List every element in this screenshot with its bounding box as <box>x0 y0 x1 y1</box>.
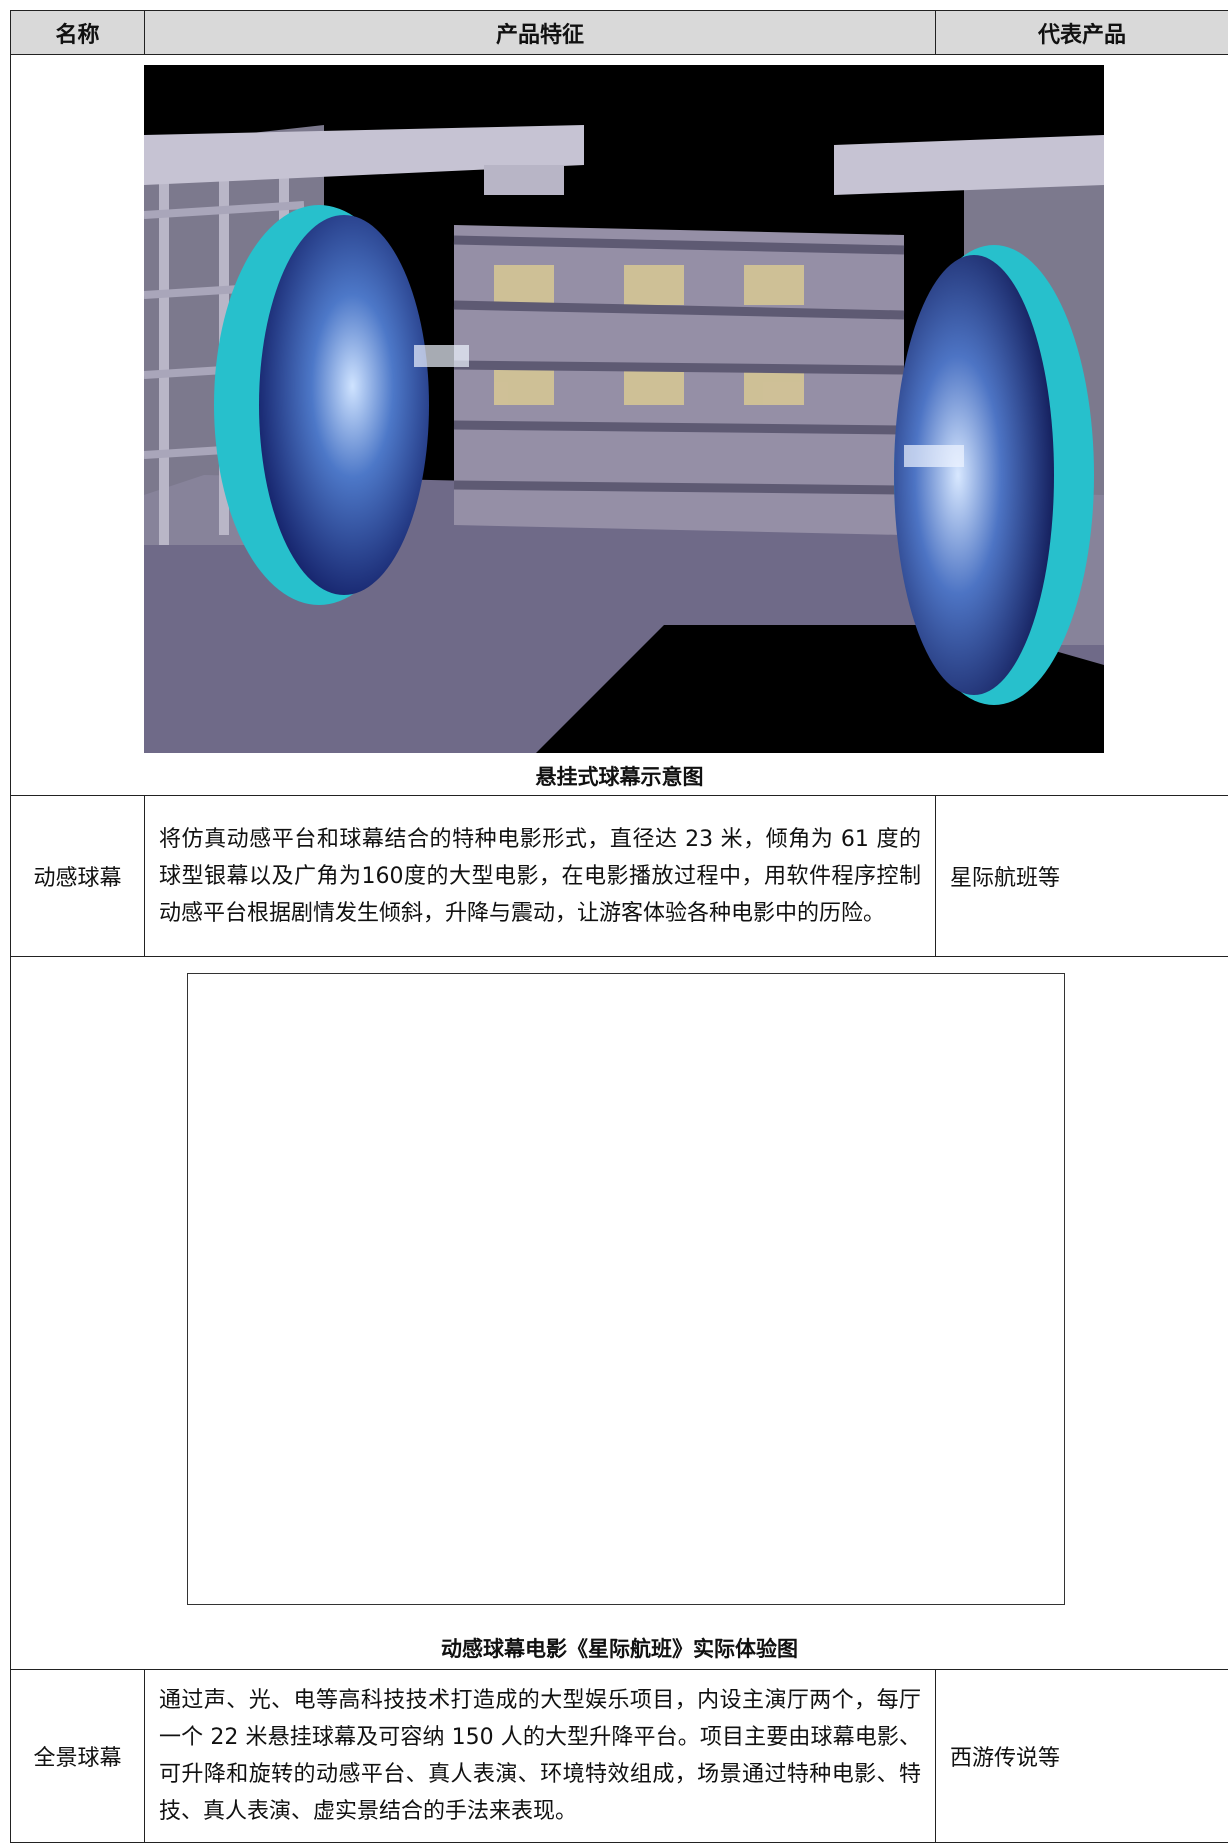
row2-feature: 通过声、光、电等高科技技术打造成的大型娱乐项目，内设主演厅两个，每厅一个 22 … <box>144 1669 936 1843</box>
table-row: 动感球幕 将仿真动感平台和球幕结合的特种电影形式，直径达 23 米，倾角为 61… <box>10 795 1228 957</box>
header-feature: 产品特征 <box>144 10 936 55</box>
figure2-caption: 动感球幕电影《星际航班》实际体验图 <box>441 1637 798 1661</box>
product-table: 名称 产品特征 代表产品 <box>10 10 1228 1843</box>
dome-building-image <box>144 125 1104 753</box>
row2-product: 西游传说等 <box>935 1669 1228 1843</box>
figure1-caption: 悬挂式球幕示意图 <box>535 765 704 789</box>
row1-feature: 将仿真动感平台和球幕结合的特种电影形式，直径达 23 米，倾角为 61 度的球型… <box>144 795 936 957</box>
row1-product: 星际航班等 <box>935 795 1228 957</box>
row2-name: 全景球幕 <box>10 1669 145 1843</box>
header-product: 代表产品 <box>935 10 1228 55</box>
figure1-row: 悬挂式球幕示意图 <box>10 54 1228 796</box>
suspended-dome-illustration <box>144 65 1104 753</box>
header-name: 名称 <box>10 10 145 55</box>
table-row: 全景球幕 通过声、光、电等高科技技术打造成的大型娱乐项目，内设主演厅两个，每厅一… <box>10 1669 1228 1843</box>
experience-image-placeholder <box>187 973 1065 1605</box>
row1-name: 动感球幕 <box>10 795 145 957</box>
figure2-row: 动感球幕电影《星际航班》实际体验图 <box>10 956 1228 1670</box>
header-row: 名称 产品特征 代表产品 <box>10 10 1228 55</box>
